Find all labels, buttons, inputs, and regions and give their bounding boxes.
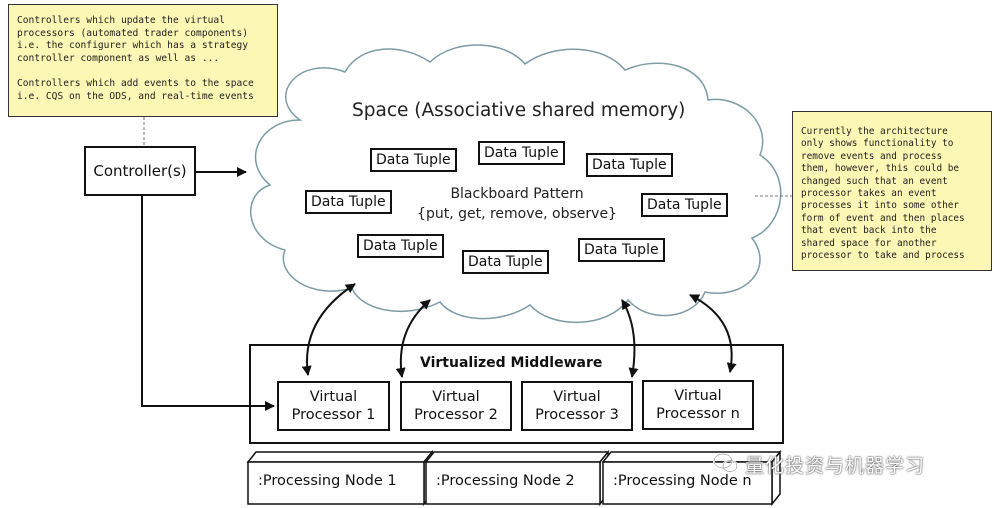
processing-node-n[interactable]: :Processing Node n <box>613 473 752 489</box>
data-tuple[interactable]: Data Tuple <box>586 153 673 177</box>
virtual-processor-2[interactable]: Virtual Processor 2 <box>400 381 512 431</box>
link-space-processor-3 <box>621 299 639 378</box>
processor-label: Virtual Processor 2 <box>414 389 498 423</box>
processor-label: Virtual Processor n <box>656 388 740 422</box>
processing-node-1[interactable]: :Processing Node 1 <box>258 473 397 489</box>
data-tuple[interactable]: Data Tuple <box>305 190 392 214</box>
processor-label: Virtual Processor 3 <box>535 389 619 423</box>
controllers-note: Controllers which update the virtual pro… <box>8 4 278 117</box>
middleware-container <box>249 344 784 444</box>
data-tuple[interactable]: Data Tuple <box>641 193 728 217</box>
virtual-processor-1[interactable]: Virtual Processor 1 <box>277 381 390 431</box>
link-space-processor-n <box>689 294 737 373</box>
pattern-operations: {put, get, remove, observe} <box>417 206 617 222</box>
watermark-text: 量化投资与机器学习 <box>745 455 926 477</box>
data-tuple[interactable]: Data Tuple <box>370 148 457 172</box>
wechat-icon <box>713 452 739 474</box>
controller-box[interactable]: Controller(s) <box>84 146 196 196</box>
processing-node-n-shape <box>601 449 782 507</box>
middleware-title: Virtualized Middleware <box>420 355 603 371</box>
data-tuple[interactable]: Data Tuple <box>578 238 665 262</box>
processor-label: Virtual Processor 1 <box>291 389 376 423</box>
data-tuple[interactable]: Data Tuple <box>462 250 549 274</box>
link-space-processor-1 <box>301 283 356 376</box>
data-tuple[interactable]: Data Tuple <box>478 141 565 165</box>
processing-node-2[interactable]: :Processing Node 2 <box>436 473 575 489</box>
pattern-name: Blackboard Pattern <box>450 186 584 202</box>
data-tuple[interactable]: Data Tuple <box>357 234 444 258</box>
space-title: Space (Associative shared memory) <box>352 100 686 121</box>
virtual-processor-n[interactable]: Virtual Processor n <box>642 380 754 430</box>
controller-label: Controller(s) <box>93 162 187 180</box>
link-space-processor-2 <box>395 299 431 378</box>
controller-to-processor-arrow <box>141 196 275 411</box>
architecture-note: Currently the architecture only shows fu… <box>792 111 992 271</box>
blackboard-pattern-label: Blackboard Pattern {put, get, remove, ob… <box>402 184 632 224</box>
virtual-processor-3[interactable]: Virtual Processor 3 <box>521 381 633 431</box>
